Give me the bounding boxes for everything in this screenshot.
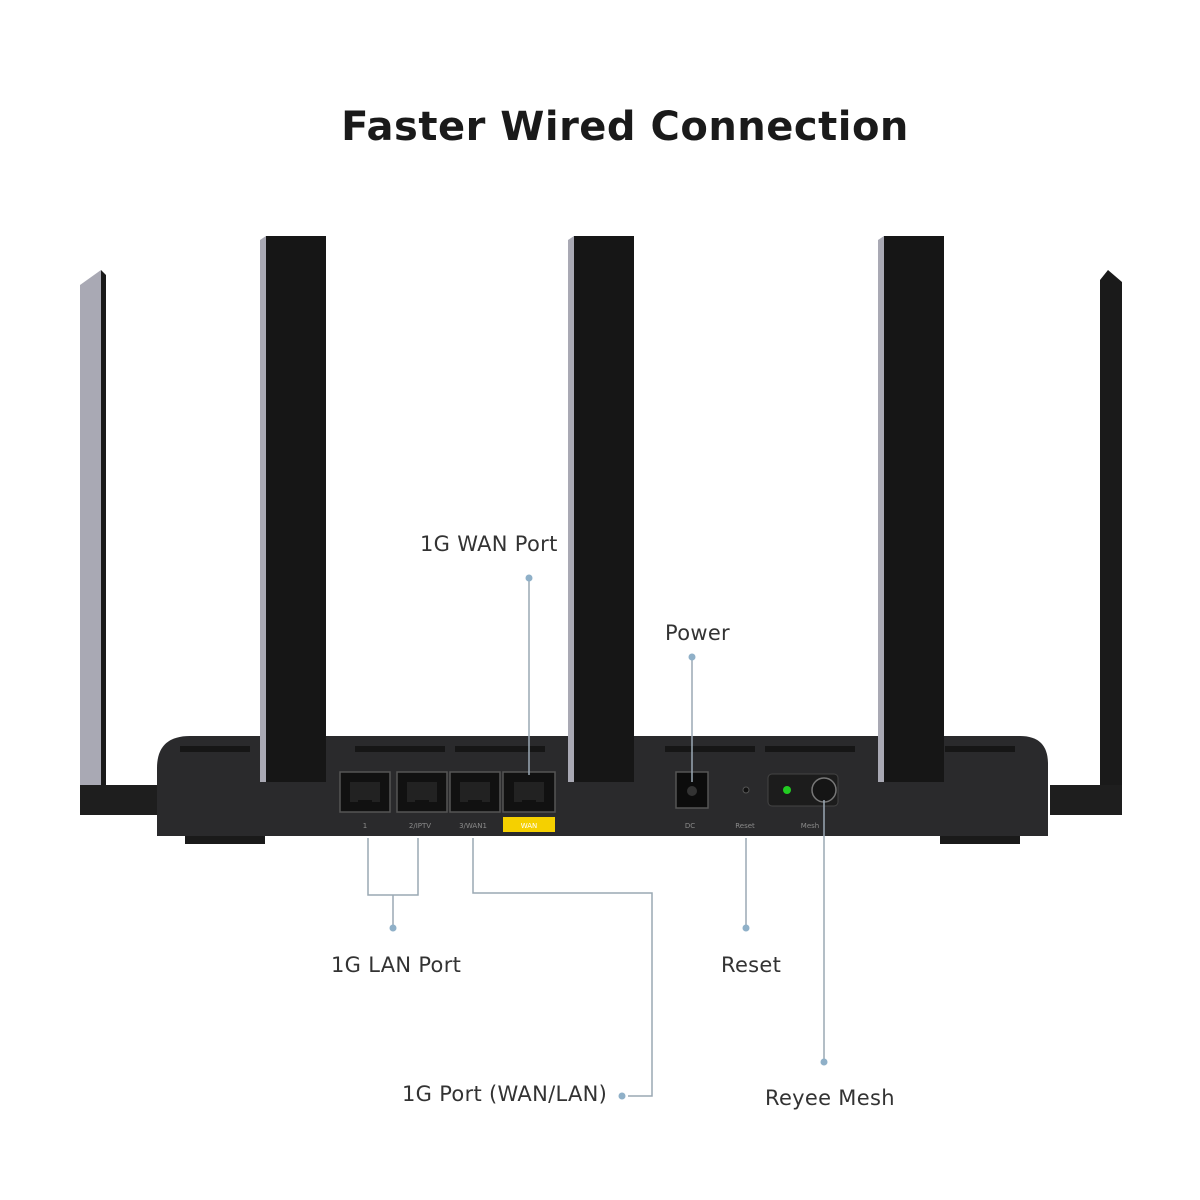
antenna-outer-left	[80, 270, 158, 815]
label-lan-port: 1G LAN Port	[331, 953, 462, 977]
callout-dots	[389, 574, 828, 1100]
port-4-marking: WAN	[521, 822, 538, 830]
ethernet-port-icon	[396, 771, 448, 813]
label-port-wan-lan: 1G Port (WAN/LAN)	[402, 1082, 608, 1106]
label-reset: Reset	[721, 953, 782, 977]
page-title: Faster Wired Connection	[341, 104, 909, 150]
mesh-marking: Mesh	[801, 822, 819, 830]
ethernet-port-icon	[502, 771, 556, 813]
label-wan-port: 1G WAN Port	[420, 532, 558, 556]
antenna-center	[568, 236, 634, 782]
mesh-button-icon	[811, 777, 837, 803]
led-icon	[783, 786, 791, 794]
label-power: Power	[665, 621, 730, 645]
port-3-marking: 3/WAN1	[459, 822, 487, 830]
wan-tag	[503, 817, 555, 832]
reset-marking: Reset	[735, 822, 755, 830]
port-2-marking: 2/IPTV	[409, 822, 431, 830]
antenna-right	[878, 236, 944, 782]
reset-hole-icon	[742, 786, 750, 794]
dc-marking: DC	[685, 822, 695, 830]
label-reyee-mesh: Reyee Mesh	[765, 1086, 895, 1110]
ethernet-port-icon	[339, 771, 391, 813]
port-1-marking: 1	[363, 822, 367, 830]
antenna-outer-right	[1050, 270, 1122, 815]
ethernet-port-icon	[449, 771, 501, 813]
antenna-left	[260, 236, 326, 782]
callout-lines	[367, 578, 825, 1097]
